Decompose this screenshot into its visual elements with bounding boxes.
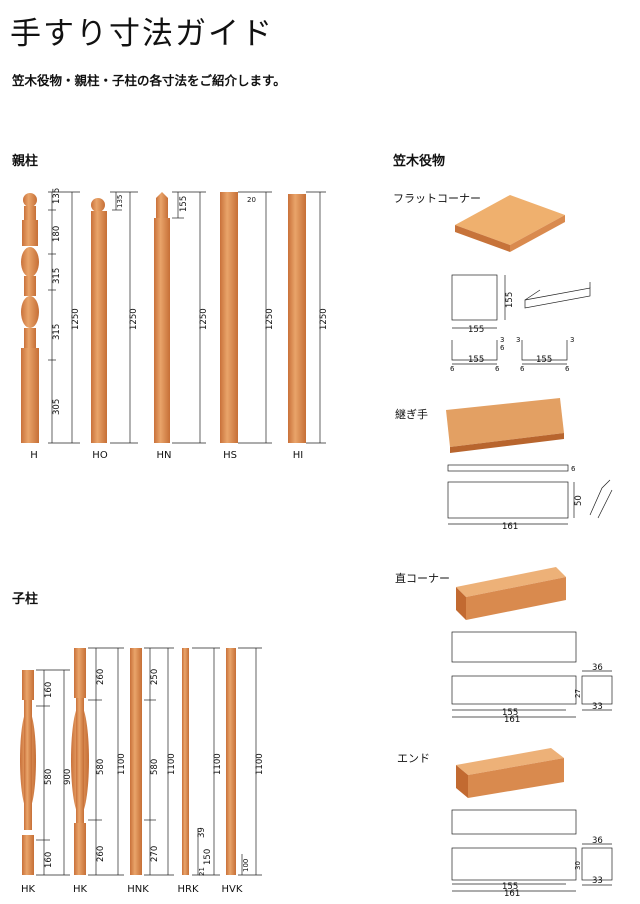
hnk-dim-1100: 1100 (167, 753, 177, 775)
balusters-heading: 子柱 (12, 592, 39, 607)
newel-posts-figure: 135 180 315 315 305 1250 135 1250 155 12… (21, 188, 329, 444)
hvk-dim-100: 100 (242, 859, 250, 872)
end-dim-33: 33 (592, 876, 603, 886)
post-label-ho: HO (92, 450, 108, 461)
end-dim-161: 161 (504, 889, 520, 899)
flat-corner-dim-3b: 3 (516, 336, 520, 344)
flat-corner-dim-6e: 6 (565, 365, 570, 373)
end-title: エンド (397, 752, 430, 765)
baluster-hvk-image (226, 648, 236, 875)
h-dim-305: 305 (52, 399, 62, 415)
flat-corner-photo (455, 195, 565, 252)
joint-drawing: 161 50 6 (447, 464, 613, 532)
ho-dim-135: 135 (116, 195, 124, 208)
hrk-dim-150: 150 (203, 849, 213, 865)
flat-corner-dim-6d: 6 (520, 365, 525, 373)
hk2-dim-260a: 260 (96, 669, 106, 685)
hk1-dim-160a: 160 (44, 682, 54, 698)
post-ho-image (91, 198, 107, 443)
end-photo (456, 748, 564, 798)
hk1-dim-160b: 160 (44, 852, 54, 868)
end-dim-30: 30 (574, 861, 582, 870)
post-hi-image (288, 194, 306, 443)
flat-corner-dim-3c: 3 (570, 336, 574, 344)
baluster-hk2-image (71, 648, 89, 875)
flat-corner-dim-155b: 155 (505, 292, 515, 308)
post-label-h: H (30, 450, 38, 461)
h-dim-1250: 1250 (71, 308, 81, 330)
cap-rail-parts-heading: 笠木役物 (393, 154, 446, 169)
end-dim-36: 36 (592, 836, 603, 846)
flat-corner-dim-6b: 6 (450, 365, 455, 373)
joint-title: 継ぎ手 (395, 408, 428, 421)
post-hn-image (154, 192, 170, 443)
baluster-hk1-image (20, 670, 36, 875)
hn-dim-155: 155 (179, 196, 189, 212)
right-corner-dim-155: 155 (502, 708, 518, 718)
right-corner-title: 直コーナー (395, 572, 450, 585)
baluster-label-hnk: HNK (127, 884, 149, 895)
hk2-dim-1100: 1100 (117, 753, 127, 775)
ho-dim-1250: 1250 (129, 308, 139, 330)
hrk-dim-1100: 1100 (213, 753, 223, 775)
baluster-label-hvk: HVK (221, 884, 243, 895)
page-title: 手すり寸法ガイド (10, 16, 274, 52)
baluster-hnk-image (130, 648, 142, 875)
h-dim-315b: 315 (52, 324, 62, 340)
hnk-dim-250: 250 (150, 669, 160, 685)
flat-corner-dim-6a: 6 (500, 344, 505, 352)
flat-corner-dim-155a: 155 (468, 325, 484, 335)
hnk-dim-270: 270 (150, 846, 160, 862)
right-corner-dim-33: 33 (592, 702, 603, 712)
flat-corner-dim-6c: 6 (495, 365, 500, 373)
post-hs-image (220, 192, 238, 443)
hk1-dim-900: 900 (63, 769, 73, 785)
hk2-dim-260b: 260 (96, 846, 106, 862)
joint-dim-161: 161 (502, 522, 518, 532)
baluster-label-hk2: HK (72, 884, 88, 895)
hs-dim-1250: 1250 (265, 308, 275, 330)
hs-dim-20: 20 (247, 196, 256, 204)
joint-dim-6: 6 (571, 465, 576, 473)
flat-corner-drawing: 155 155 155 155 3 3 3 6 6 6 6 6 (450, 274, 591, 373)
baluster-label-hrk: HRK (177, 884, 199, 895)
post-h-image (21, 193, 39, 443)
hvk-dim-1100: 1100 (255, 753, 265, 775)
hk1-dim-580: 580 (44, 769, 54, 785)
right-corner-dim-161: 161 (504, 715, 520, 725)
hnk-dim-580: 580 (150, 759, 160, 775)
flat-corner-title: フラットコーナー (393, 192, 481, 205)
right-corner-dim-36: 36 (592, 663, 603, 673)
h-dim-180: 180 (52, 226, 62, 242)
hk2-dim-580: 580 (96, 759, 106, 775)
baluster-hrk-image (182, 648, 189, 875)
flat-corner-dim-3a: 3 (500, 336, 504, 344)
joint-photo (446, 398, 564, 453)
balusters-figure: 160 580 160 900 260 580 260 1100 250 580… (20, 647, 265, 876)
right-corner-photo (456, 567, 566, 620)
end-drawing: 155 161 36 30 33 (451, 809, 613, 899)
h-dim-135: 135 (52, 188, 62, 204)
joint-dim-50: 50 (574, 495, 584, 506)
h-dim-315a: 315 (52, 268, 62, 284)
right-corner-dim-27: 27 (574, 689, 582, 698)
post-label-hs: HS (223, 450, 237, 461)
flat-corner-dim-155c: 155 (468, 355, 484, 365)
end-dim-155: 155 (502, 882, 518, 892)
newel-posts-heading: 親柱 (12, 154, 39, 169)
hrk-dim-39: 39 (197, 827, 207, 838)
post-label-hn: HN (156, 450, 172, 461)
page-subtitle: 笠木役物・親柱・子柱の各寸法をご紹介します。 (12, 73, 286, 88)
flat-corner-dim-155d: 155 (536, 355, 552, 365)
hi-dim-1250: 1250 (319, 308, 329, 330)
hn-dim-1250: 1250 (199, 308, 209, 330)
post-label-hi: HI (292, 450, 304, 461)
right-corner-drawing: 155 161 36 27 33 (451, 631, 613, 725)
hrk-dim-21: 21 (198, 867, 206, 876)
baluster-label-hk1: HK (20, 884, 36, 895)
